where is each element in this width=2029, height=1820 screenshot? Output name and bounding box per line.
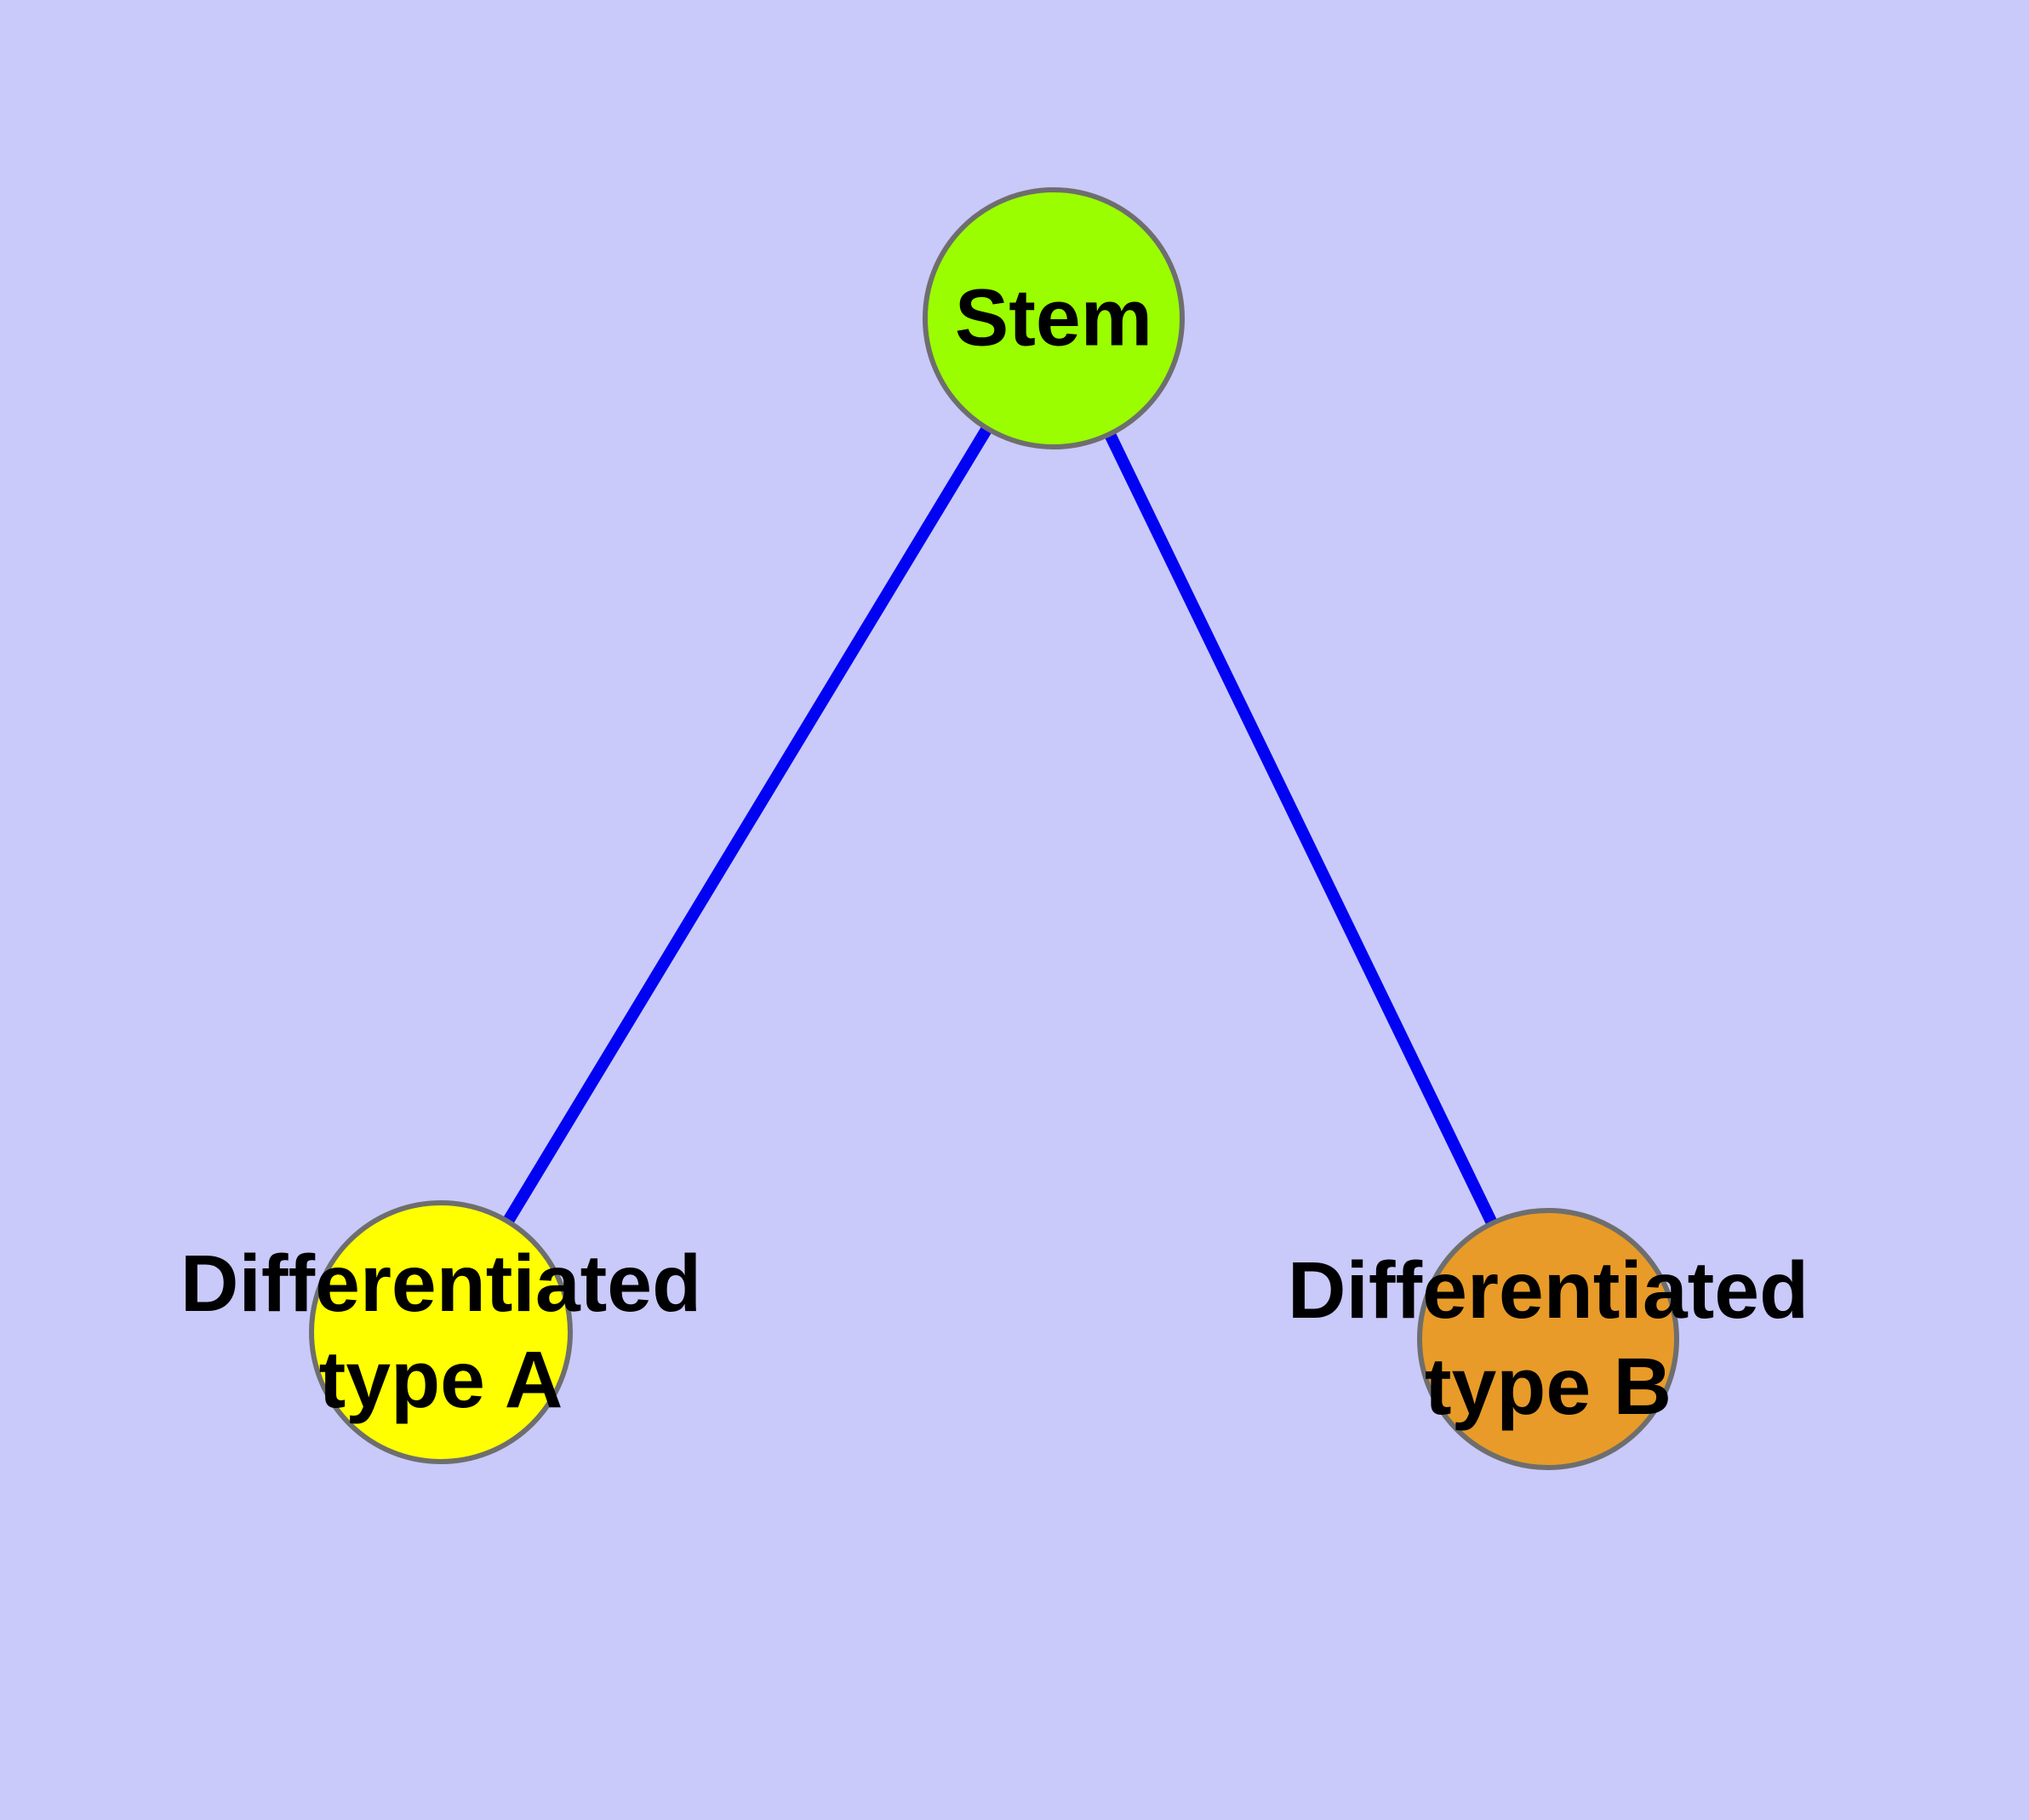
node-stem-label: Stem [954, 272, 1153, 363]
node-differentiated-type-b-circle [1417, 1208, 1679, 1470]
edge-stem-to-differentiated-type-b [1048, 315, 1554, 1342]
node-differentiated-type-b-label: Differentiated type B [1287, 1245, 1809, 1432]
edge-stem-to-differentiated-type-a [436, 315, 1059, 1336]
node-differentiated-type-a-circle [309, 1200, 573, 1464]
node-differentiated-type-a-label: Differentiated type A [180, 1239, 702, 1425]
node-stem-circle [923, 187, 1185, 449]
